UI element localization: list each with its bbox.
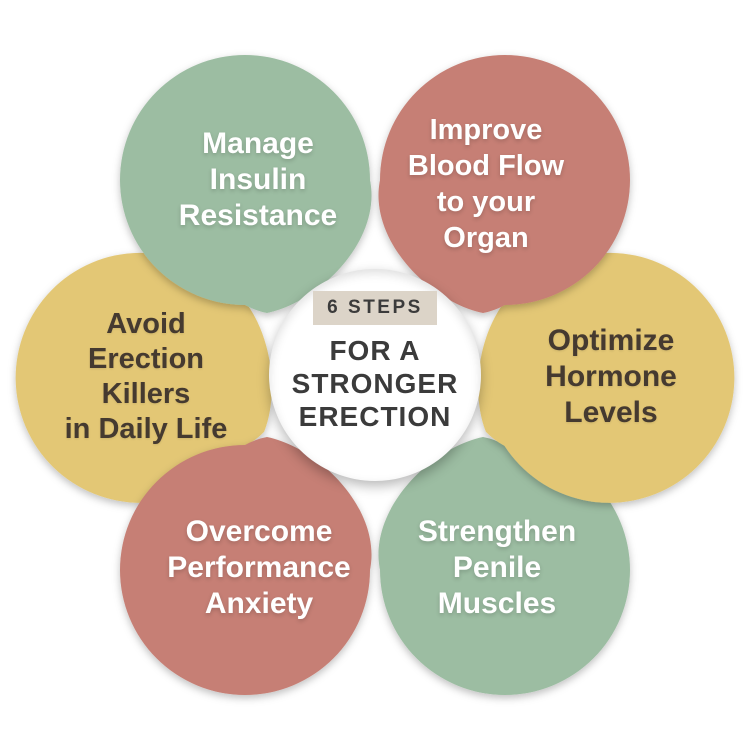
center-title: FOR A STRONGER ERECTION bbox=[292, 334, 459, 433]
center-title-line: ERECTION bbox=[298, 401, 452, 432]
steps-count-badge: 6 STEPS bbox=[313, 291, 437, 325]
center-circle: 6 STEPS FOR A STRONGER ERECTION bbox=[269, 269, 481, 481]
center-title-line: STRONGER bbox=[291, 368, 459, 399]
center-title-line: FOR A bbox=[329, 335, 421, 366]
